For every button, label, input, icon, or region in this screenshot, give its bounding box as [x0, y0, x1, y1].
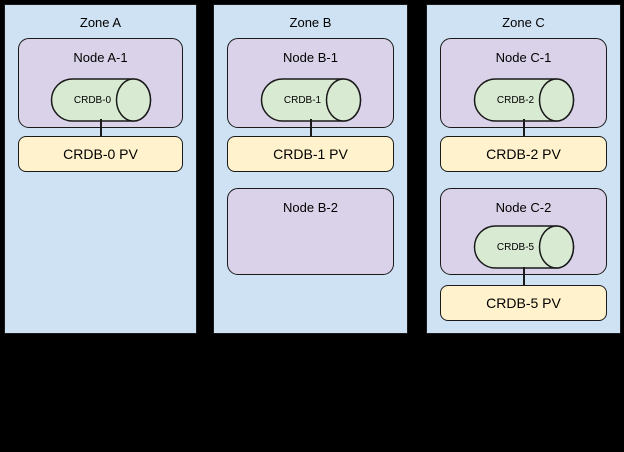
cylinder-label: CRDB-0	[73, 95, 111, 106]
crdb-cylinder: CRDB-5	[473, 225, 574, 269]
connector-line	[99, 119, 102, 137]
cylinder-wrapper: CRDB-5	[472, 224, 575, 270]
crdb-cylinder: CRDB-1	[260, 78, 361, 122]
node-label: Node C-2	[495, 200, 552, 215]
cylinder-cap-ellipse	[538, 225, 574, 269]
pv-label: CRDB-1 PV	[273, 146, 348, 162]
connector-line	[309, 119, 312, 137]
connector-line	[522, 119, 525, 137]
cylinder-wrapper: CRDB-2	[472, 77, 575, 123]
cylinder-cap-ellipse	[325, 78, 361, 122]
node-label: Node A-1	[73, 50, 128, 65]
node-label: Node B-2	[283, 200, 338, 215]
cylinder-wrapper: CRDB-0	[49, 77, 152, 123]
pv-box: CRDB-5 PV	[440, 285, 607, 321]
cylinder-label: CRDB-2	[496, 95, 534, 106]
crdb-cylinder: CRDB-2	[473, 78, 574, 122]
zone-label: Zone A	[79, 15, 122, 30]
crdb-cylinder: CRDB-0	[50, 78, 151, 122]
zone-label: Zone B	[289, 15, 332, 30]
pv-box: CRDB-2 PV	[440, 136, 607, 172]
pv-label: CRDB-2 PV	[486, 146, 561, 162]
zone-label: Zone C	[502, 15, 545, 30]
node-box: Node B-2	[227, 188, 394, 275]
connector-line	[522, 267, 525, 286]
cylinder-label: CRDB-5	[496, 242, 534, 253]
cylinder-wrapper: CRDB-1	[259, 77, 362, 123]
pv-box: CRDB-0 PV	[18, 136, 183, 172]
cylinder-label: CRDB-1	[283, 95, 321, 106]
node-label: Node B-1	[283, 50, 338, 65]
pv-label: CRDB-5 PV	[486, 295, 561, 311]
node-label: Node C-1	[495, 50, 552, 65]
cylinder-cap-ellipse	[115, 78, 151, 122]
cylinder-cap-ellipse	[538, 78, 574, 122]
pv-box: CRDB-1 PV	[227, 136, 394, 172]
pv-label: CRDB-0 PV	[63, 146, 138, 162]
